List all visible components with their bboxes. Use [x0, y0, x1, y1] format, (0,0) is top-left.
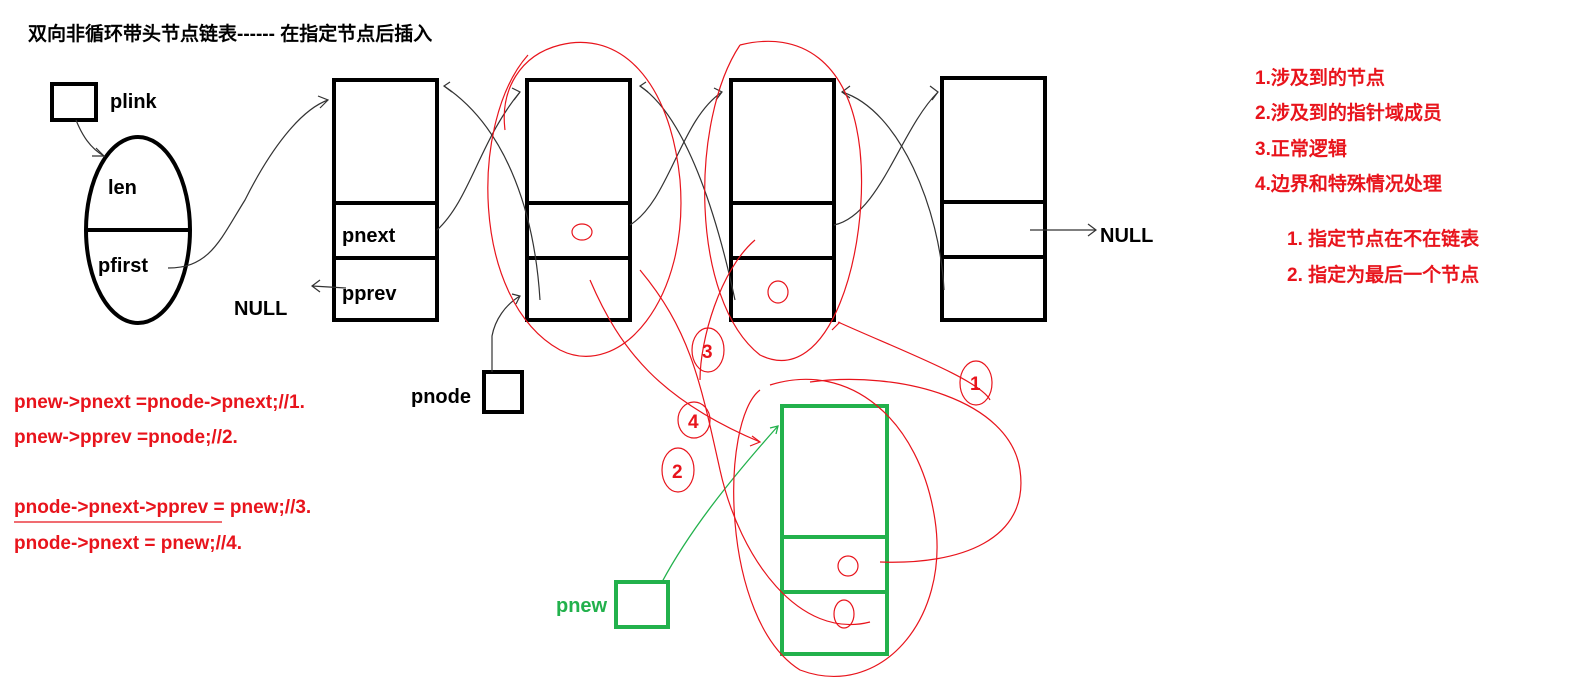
red-circle-node-c — [704, 40, 863, 362]
node-a-pnext-label: pnext — [342, 225, 396, 247]
node-a-pprev-null-arrow — [311, 285, 347, 289]
code-block: pnew->pnext =pnode->pnext;//1. pnew->ppre… — [14, 392, 311, 554]
node-a-box — [332, 78, 439, 322]
pnode-arrowhead — [511, 293, 521, 305]
node-d-null-arrowhead — [1087, 223, 1097, 237]
node-c-pprev-arrowhead — [638, 81, 649, 93]
plink-label: plink — [110, 91, 158, 113]
red-o-new-pprev — [833, 599, 855, 629]
red-arrow-step-4-head — [749, 435, 762, 447]
null-right-label: NULL — [1100, 225, 1153, 247]
red-marker-3-ring — [691, 327, 725, 373]
node-c — [729, 78, 836, 322]
code-line: pnew->pnext =pnode->pnext;//1. — [14, 392, 305, 413]
red-circle-new-node — [733, 378, 938, 677]
pnode-pointer-arrow — [491, 295, 521, 372]
new-node — [780, 404, 889, 656]
node-d — [940, 76, 1047, 322]
pnew-box — [614, 580, 670, 629]
node-b-pnext-arrow — [629, 91, 723, 226]
red-marker-4: 4 — [688, 412, 699, 433]
node-a-null-arrowhead — [311, 279, 321, 293]
diagram-title: 双向非循环带头节点链表------ 在指定节点后插入 — [28, 22, 432, 45]
node-a-pnext-arrow — [436, 91, 521, 231]
node-b-box — [525, 78, 632, 322]
red-squiggle — [699, 239, 756, 381]
pnode-box — [482, 370, 524, 414]
node-c-pnext-arrow — [833, 91, 939, 226]
pnew-label: pnew — [556, 595, 608, 617]
step-item: 4.边界和特殊情况处理 — [1255, 172, 1442, 195]
node-c-pprev-arrow — [639, 85, 736, 301]
red-o-node-b — [571, 223, 593, 241]
node-c-box — [729, 78, 836, 322]
pnew-arrowhead — [769, 425, 779, 435]
plink-arrowhead — [92, 147, 106, 157]
step-item: 1.涉及到的节点 — [1255, 66, 1385, 89]
steps-list: 1.涉及到的节点 2.涉及到的指针域成员 3.正常逻辑 4.边界和特殊情况处理 — [1255, 66, 1442, 195]
red-arrow-step-2 — [639, 269, 871, 626]
node-b-pprev-arrow — [443, 85, 541, 301]
code-line: pnode->pnext->pprev = pnew;//3. — [14, 497, 311, 518]
node-b-pnext-arrowhead — [713, 87, 723, 101]
node-d-pprev-arrow — [841, 91, 945, 291]
node-a-pprev-label: pprev — [342, 283, 397, 305]
red-arrow-step-3-head — [831, 321, 841, 331]
red-o-node-c — [767, 280, 789, 304]
plink-to-head-arrow — [75, 119, 105, 157]
red-marker-1: 1 — [970, 374, 981, 395]
substep-item: 2. 指定为最后一个节点 — [1287, 263, 1479, 286]
null-left-label: NULL — [234, 298, 287, 320]
code-line: pnew->pprev =pnode;//2. — [14, 427, 238, 448]
pfirst-label: pfirst — [98, 255, 148, 277]
node-a: pnext pprev — [332, 78, 439, 322]
red-o-new-pnext — [837, 555, 859, 577]
plink-box — [50, 82, 98, 122]
substep-item: 1. 指定节点在不在链表 — [1287, 227, 1480, 250]
pfirst-arrowhead — [317, 95, 330, 109]
node-c-pnext-arrowhead — [929, 85, 939, 101]
red-marker-3: 3 — [702, 342, 713, 363]
red-circle-node-b — [487, 41, 682, 357]
red-marker-2-ring — [661, 447, 695, 493]
node-b — [525, 78, 632, 322]
red-arrow-step-1 — [809, 378, 1022, 563]
new-node-box — [780, 404, 889, 656]
red-arrow-step-4 — [589, 279, 761, 443]
red-arrow-step-3 — [837, 321, 991, 401]
node-d-box — [940, 76, 1047, 322]
node-b-pprev-arrowhead — [442, 81, 453, 93]
substeps-list: 1. 指定节点在不在链表 2. 指定为最后一个节点 — [1287, 227, 1480, 286]
step-item: 2.涉及到的指针域成员 — [1255, 101, 1442, 124]
pnode-label: pnode — [411, 386, 471, 408]
red-marker-2: 2 — [672, 462, 683, 483]
code-line: pnode->pnext = pnew;//4. — [14, 533, 242, 554]
len-label: len — [108, 177, 137, 199]
node-a-pnext-arrowhead — [511, 87, 521, 101]
pfirst-to-node-a-arrow — [167, 99, 329, 269]
pnew-pointer-arrow — [661, 425, 779, 583]
red-marker-1-ring — [959, 360, 993, 406]
step-item: 3.正常逻辑 — [1255, 137, 1347, 160]
red-marker-4-ring — [677, 401, 711, 439]
